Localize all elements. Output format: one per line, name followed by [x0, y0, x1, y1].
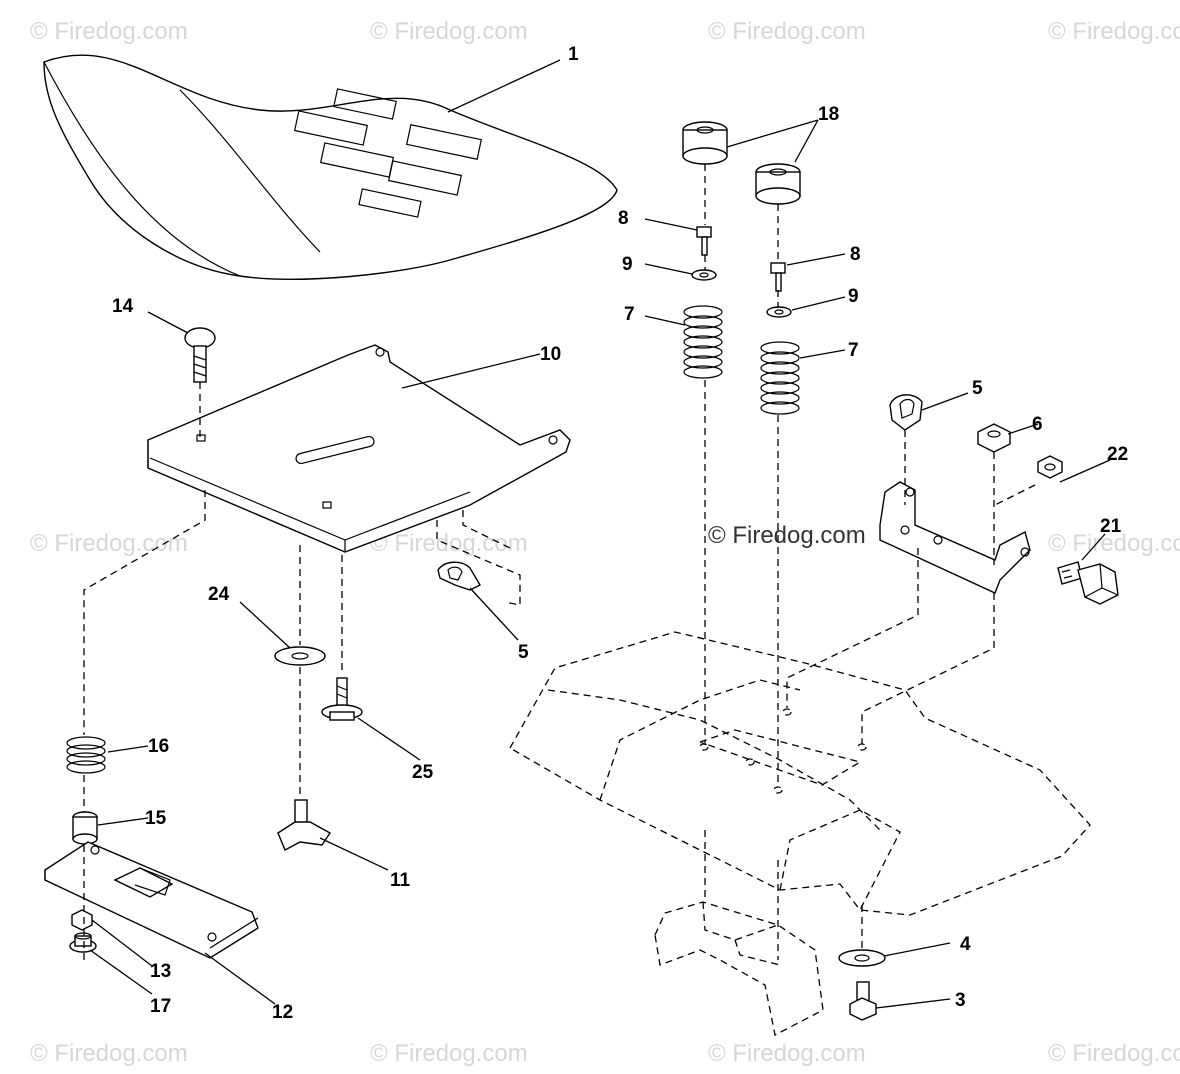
callout-13: 13 [150, 961, 171, 982]
callout-24: 24 [208, 584, 230, 605]
nut-part [71, 909, 93, 931]
callout-7: 7 [848, 340, 859, 361]
assembly-lines [83, 164, 1036, 960]
callout-labels: 1 18 8 8 9 9 7 7 14 10 5 6 22 21 5 24 25… [112, 44, 1128, 1023]
spring-part [760, 341, 800, 415]
callout-12: 12 [272, 1002, 293, 1023]
flange-nut-part [69, 932, 97, 953]
callout-8: 8 [850, 244, 861, 265]
washer-part [274, 646, 326, 666]
watermark: © Firedog.com [30, 18, 188, 45]
callout-16: 16 [148, 736, 169, 757]
callout-21: 21 [1100, 516, 1122, 537]
watermark: © Firedog.com [1048, 530, 1180, 557]
watermark: © Firedog.com [1048, 1040, 1180, 1067]
callout-8: 8 [618, 208, 629, 229]
watermark: © Firedog.com [370, 1040, 528, 1067]
screw-part [770, 262, 786, 292]
seat-part [43, 54, 618, 280]
chassis-part [509, 631, 1091, 1036]
callout-5: 5 [518, 642, 529, 663]
spring-part [66, 736, 106, 774]
seat-bracket-part [879, 481, 1031, 594]
watermark: © Firedog.com [708, 18, 866, 45]
seat-slide-part [44, 841, 259, 959]
center-watermark: © Firedog.com [708, 522, 866, 549]
watermark: © Firedog.com [30, 530, 188, 557]
watermark: © Firedog.com [708, 1040, 866, 1067]
nut-part [1037, 455, 1063, 479]
callout-3: 3 [955, 990, 966, 1011]
screw-part [696, 226, 712, 256]
callout-11: 11 [390, 870, 411, 891]
callout-4: 4 [960, 934, 971, 955]
callout-9: 9 [622, 254, 633, 275]
callout-7: 7 [624, 304, 635, 325]
bumper-part [755, 163, 801, 205]
carriage-bolt-part [184, 327, 216, 383]
spacer-part [72, 811, 98, 845]
nut-part [977, 423, 1011, 453]
callout-15: 15 [145, 808, 167, 829]
seat-pan-part [147, 344, 571, 553]
bumper-part [682, 121, 728, 165]
seat-knob-part [277, 799, 332, 851]
seat-clip-part [437, 561, 481, 591]
leader-lines [89, 59, 1111, 1009]
washer-part [838, 949, 886, 967]
callout-1: 1 [568, 44, 579, 65]
callout-14: 14 [112, 296, 134, 317]
washer-part [691, 269, 717, 281]
spring-part [683, 305, 723, 379]
hex-bolt-part [849, 981, 877, 1021]
seat-clip-part [889, 394, 923, 431]
watermark: © Firedog.com [30, 1040, 188, 1067]
callout-17: 17 [150, 996, 171, 1017]
callout-18: 18 [818, 104, 839, 125]
callout-6: 6 [1032, 414, 1043, 435]
flange-bolt-part [321, 677, 363, 721]
callout-9: 9 [848, 286, 859, 307]
callout-25: 25 [412, 762, 434, 783]
watermark: © Firedog.com [370, 530, 528, 557]
callout-10: 10 [540, 344, 561, 365]
shoulder-bolt-part [1057, 561, 1119, 605]
washer-part [766, 306, 792, 318]
callout-22: 22 [1107, 444, 1128, 465]
watermark: © Firedog.com [1048, 18, 1180, 45]
watermark: © Firedog.com [370, 18, 528, 45]
callout-5: 5 [972, 378, 983, 399]
